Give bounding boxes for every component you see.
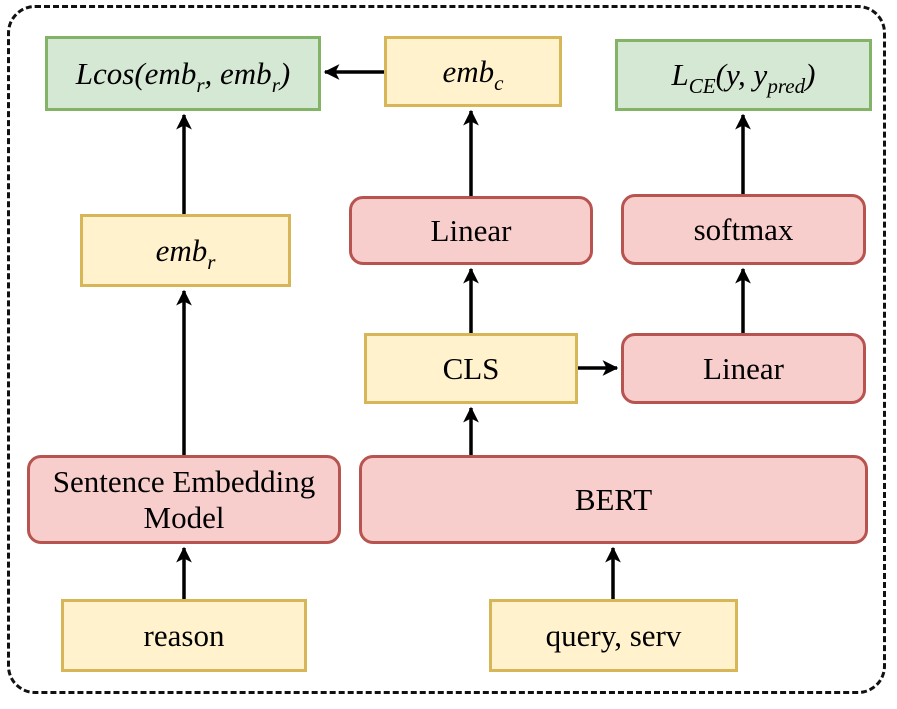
emb-c-box: embc: [384, 36, 562, 107]
cls-label: CLS: [442, 350, 500, 386]
sentence-embedding-model-label: Sentence Embedding Model: [52, 463, 316, 535]
ce-loss-label: LCE(y, ypred): [671, 57, 816, 97]
cosine-loss-prefix-rest: cos(emb: [93, 55, 197, 91]
reason-input-box: reason: [61, 599, 307, 672]
emb-c-sub: c: [494, 70, 504, 95]
bert-box: BERT: [359, 455, 868, 544]
cls-box: CLS: [364, 333, 578, 404]
ce-loss-box: LCE(y, ypred): [615, 39, 872, 111]
query-serv-label: query, serv: [545, 617, 682, 653]
emb-c-label: embc: [442, 53, 503, 94]
linear-classifier-label: Linear: [703, 350, 784, 386]
emb-r-base: emb: [155, 232, 208, 268]
cosine-loss-prefix: L: [75, 55, 94, 91]
softmax-label: softmax: [693, 211, 794, 247]
ce-loss-sub1: CE: [688, 74, 716, 99]
bert-label: BERT: [574, 481, 653, 517]
softmax-box: softmax: [621, 194, 866, 265]
emb-r-box: embr: [80, 214, 291, 287]
emb-c-base: emb: [442, 53, 495, 89]
dashed-outer-frame: [7, 5, 886, 694]
cosine-loss-sub2: r: [271, 72, 280, 97]
query-serv-input-box: query, serv: [489, 599, 738, 672]
emb-r-sub: r: [207, 249, 216, 274]
cosine-loss-close: ): [279, 55, 291, 91]
emb-r-label: embr: [155, 232, 216, 273]
ce-loss-prefix: L: [671, 57, 689, 93]
cosine-loss-box: Lcos(embr, embr): [45, 36, 321, 111]
cosine-loss-sub1: r: [196, 72, 205, 97]
ce-loss-sub2: pred: [767, 74, 806, 99]
cosine-loss-mid: , emb: [204, 55, 272, 91]
ce-loss-mid: (y, y: [715, 57, 768, 93]
linear-projection-box: Linear: [349, 196, 593, 265]
linear-classifier-box: Linear: [621, 333, 866, 404]
reason-label: reason: [143, 617, 225, 653]
ce-loss-close: ): [805, 57, 816, 93]
sentence-embedding-model-box: Sentence Embedding Model: [27, 455, 341, 544]
linear-projection-label: Linear: [430, 212, 512, 248]
cosine-loss-label: Lcos(embr, embr): [75, 55, 291, 96]
